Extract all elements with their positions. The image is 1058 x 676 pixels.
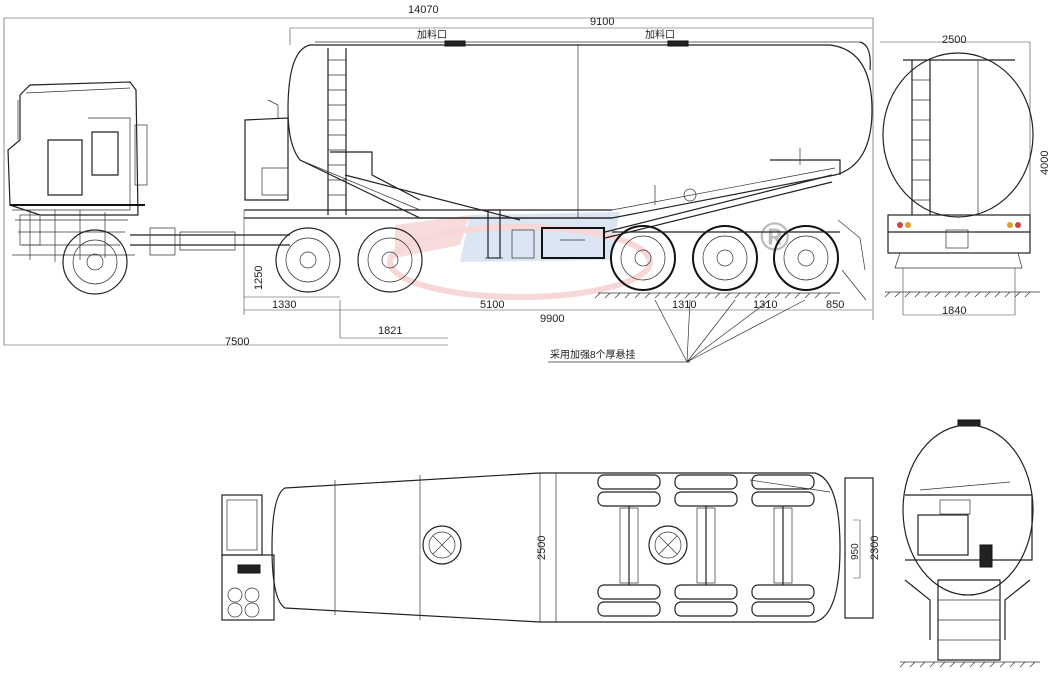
dim-tractor-tandem: 1821 <box>378 325 402 337</box>
dim-axle-spacing-1: 1310 <box>672 299 696 311</box>
top-axle-2 <box>674 474 738 617</box>
dim-rear-overhang: 850 <box>826 299 844 311</box>
top-view: 2500 950 2300 <box>221 472 881 623</box>
manhole-1-icon <box>422 525 462 565</box>
tank-body <box>287 40 873 239</box>
tractor-front-wheel <box>62 229 128 295</box>
trailer-axle-2 <box>692 225 758 291</box>
tractor-drive-wheel-1 <box>275 227 341 293</box>
dim-axle-spacing-2: 1310 <box>753 299 777 311</box>
top-axle-3 <box>751 474 815 617</box>
dim-overall-length: 14070 <box>408 4 439 16</box>
dim-tank-length: 9100 <box>590 16 614 28</box>
dim-king-to-axle: 5100 <box>480 299 504 311</box>
label-inlet-1: 加料口 <box>417 28 447 41</box>
watermark-logo: ® <box>387 212 789 300</box>
manhole-2-icon <box>648 525 688 565</box>
dim-end-height: 4000 <box>1039 151 1051 175</box>
dim-frame-height: 1250 <box>253 266 265 290</box>
dim-end-track: 1840 <box>942 305 966 317</box>
note-suspension: 采用加强8个厚悬挂 <box>550 348 636 361</box>
tractor-drive-wheel-2 <box>357 227 423 293</box>
trailer-axle-1 <box>610 225 676 291</box>
dim-tractor-wheelbase: 1330 <box>272 299 296 311</box>
top-axle-1 <box>597 474 661 617</box>
dim-top-rear-inner: 950 <box>850 543 861 560</box>
dim-top-rear-width: 2300 <box>869 536 881 560</box>
side-view: ® <box>3 4 874 363</box>
trailer-axle-3 <box>773 225 839 291</box>
dim-end-width: 2500 <box>942 34 966 46</box>
label-inlet-2: 加料口 <box>645 28 675 41</box>
dim-tractor-length: 7500 <box>225 336 249 348</box>
lower-end-view <box>899 419 1040 668</box>
dim-top-width: 2500 <box>536 536 548 560</box>
tractor-cab <box>7 81 148 262</box>
end-view: 2500 4000 1840 <box>880 34 1051 317</box>
dim-trailer-length: 9900 <box>540 313 564 325</box>
